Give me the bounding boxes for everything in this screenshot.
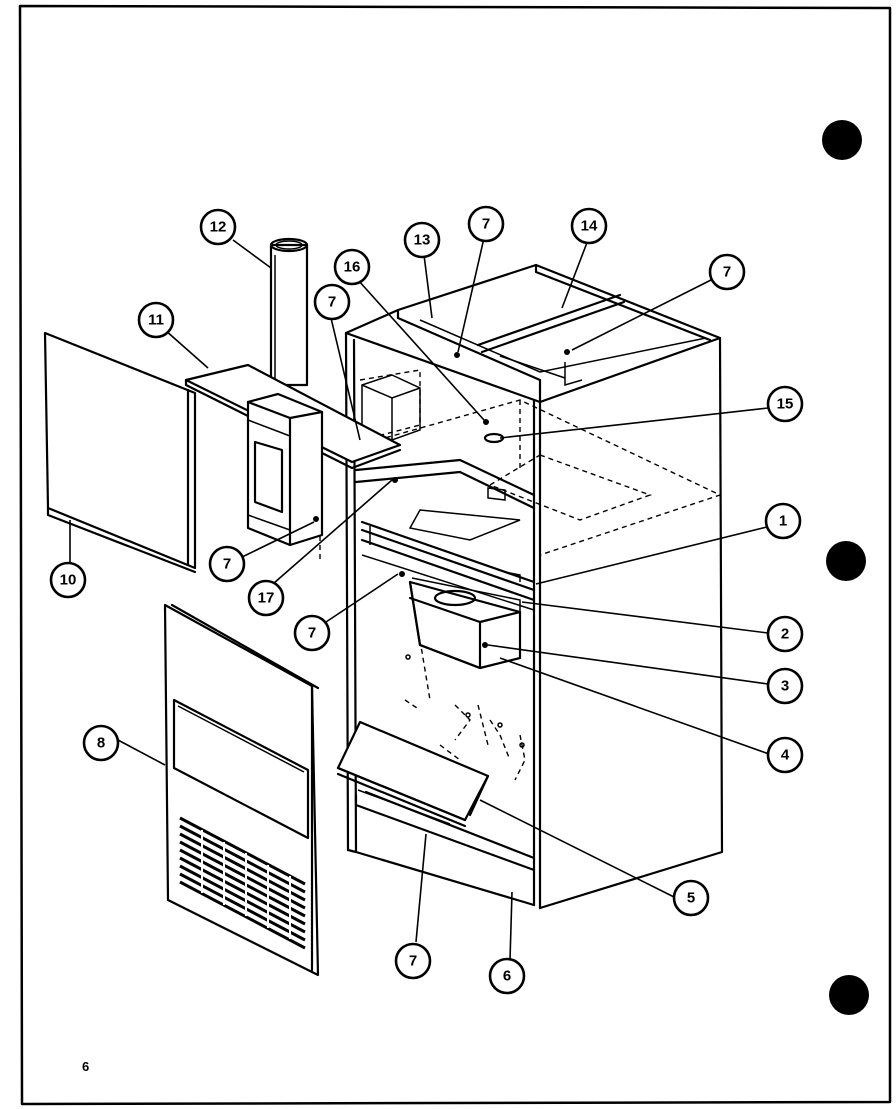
callout-7-upper-left: 7 <box>313 283 351 321</box>
callout-7-top-label: 7 <box>482 216 490 233</box>
callout-7-bottom-label: 7 <box>409 953 417 970</box>
screws <box>313 349 570 577</box>
callout-3: 3 <box>766 667 804 705</box>
callout-7-middle: 7 <box>293 614 331 652</box>
callout-8: 8 <box>82 724 120 762</box>
callout-15: 15 <box>766 385 804 423</box>
callout-2: 2 <box>766 615 804 653</box>
callout-3-label: 3 <box>781 678 789 695</box>
callout-5-label: 5 <box>687 890 695 907</box>
callout-6: 6 <box>488 957 526 995</box>
blower-assembly <box>408 577 522 670</box>
callout-4: 4 <box>766 736 804 774</box>
callout-7-top: 7 <box>467 205 505 243</box>
callout-17-label: 17 <box>258 590 275 607</box>
callout-13: 13 <box>403 221 441 259</box>
callout-4-label: 4 <box>781 747 790 764</box>
callout-12: 12 <box>199 208 237 246</box>
callout-7-housing: 7 <box>208 545 246 583</box>
binder-holes <box>822 120 869 1015</box>
callout-1-label: 1 <box>779 513 787 530</box>
callout-5: 5 <box>672 879 710 917</box>
callout-14-label: 14 <box>581 218 598 235</box>
callout-7-right: 7 <box>708 253 746 291</box>
callout-7-bottom: 7 <box>394 942 432 980</box>
sheet-frame <box>18 4 892 1106</box>
binder-hole-top <box>822 120 862 160</box>
binder-hole-bottom <box>829 975 869 1015</box>
callout-17: 17 <box>247 579 285 617</box>
callout-13-label: 13 <box>414 232 431 249</box>
callout-2-label: 2 <box>781 626 789 643</box>
callout-15-label: 15 <box>777 396 794 413</box>
callout-11-label: 11 <box>148 312 164 329</box>
front-door-panel <box>163 603 320 977</box>
callout-10-label: 10 <box>60 572 77 589</box>
leader-lines <box>69 237 770 961</box>
door-louvers <box>179 816 306 950</box>
callout-7-right-label: 7 <box>723 264 731 281</box>
callout-6-label: 6 <box>503 968 511 985</box>
callout-16: 16 <box>333 248 371 286</box>
side-panel <box>43 331 197 574</box>
callout-7-housing-label: 7 <box>223 556 231 573</box>
callout-10: 10 <box>49 561 87 599</box>
callout-7-middle-label: 7 <box>308 625 316 642</box>
callout-1: 1 <box>764 502 802 540</box>
callout-7-upper-left-label: 7 <box>328 294 336 311</box>
callout-8-label: 8 <box>97 735 105 752</box>
filter-tray <box>336 720 536 872</box>
callout-16-label: 16 <box>344 259 361 276</box>
callout-12-label: 12 <box>210 219 227 236</box>
page-number: 6 <box>82 1059 89 1074</box>
binder-hole-middle <box>826 541 866 581</box>
flue-pipe <box>269 237 309 387</box>
callout-11: 11 <box>137 301 175 339</box>
callout-14: 14 <box>570 207 608 245</box>
inducer-housing <box>246 392 324 547</box>
